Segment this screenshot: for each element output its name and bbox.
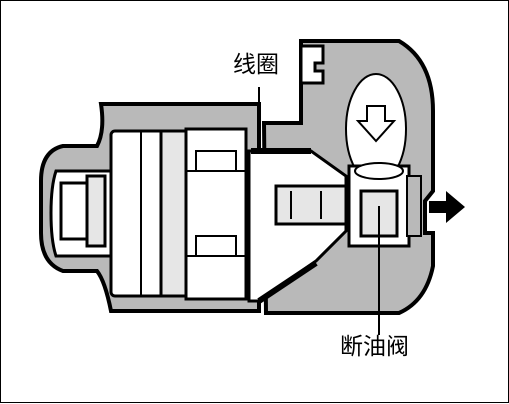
bolt-shank [85, 174, 107, 248]
coil-label: 线圈 [233, 52, 279, 78]
shutoff-valve-label: 断油阀 [340, 334, 409, 360]
bolt-head [59, 181, 89, 241]
terminal-collar [159, 129, 188, 298]
flow-arrow-right-icon [429, 191, 465, 223]
housing-slot [299, 44, 325, 85]
flow-arrow-down-icon [355, 105, 397, 143]
plunger [274, 184, 348, 226]
